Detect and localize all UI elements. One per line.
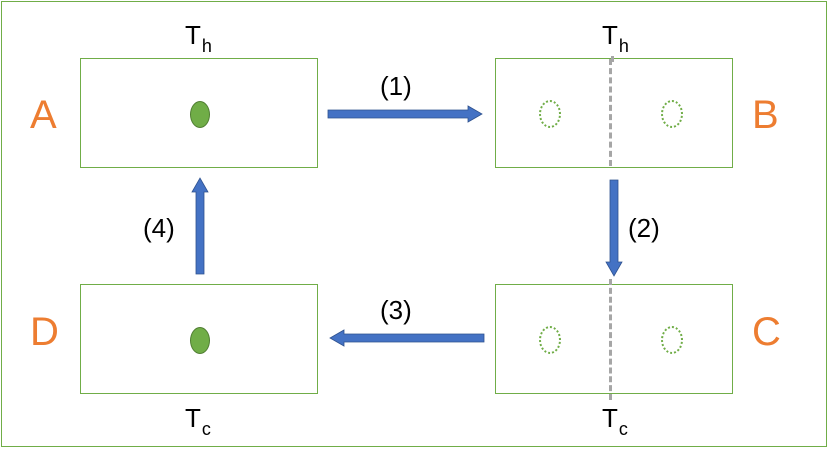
state-box-d [80,284,318,394]
particle-c-left [539,326,561,354]
step-label-2: (2) [628,213,660,243]
temp-label-c: Tc [602,403,628,439]
state-box-b [495,58,733,168]
step-label-1: (1) [380,71,412,101]
arrow-step-4 [191,177,209,275]
partition-b-top-extension [611,56,614,62]
particle-d [190,327,210,354]
temp-label-b: Th [602,20,629,56]
particle-b-left [539,100,561,128]
state-label-d: D [30,310,59,354]
arrow-step-3 [329,329,485,347]
temp-label-d: Tc [185,403,211,439]
temp-label-a: Th [185,20,212,56]
arrow-step-1 [327,105,483,123]
particle-a [190,101,210,128]
state-box-a [80,58,318,168]
state-label-b: B [752,93,779,137]
arrow-step-2 [605,179,623,277]
partition-b [609,59,612,166]
particle-c-right [661,326,683,354]
particle-b-right [661,100,683,128]
partition-c [609,279,612,400]
state-label-a: A [30,93,57,137]
state-box-c [495,279,733,400]
step-label-3: (3) [380,295,412,325]
step-label-4: (4) [143,213,175,243]
state-label-c: C [752,310,781,354]
